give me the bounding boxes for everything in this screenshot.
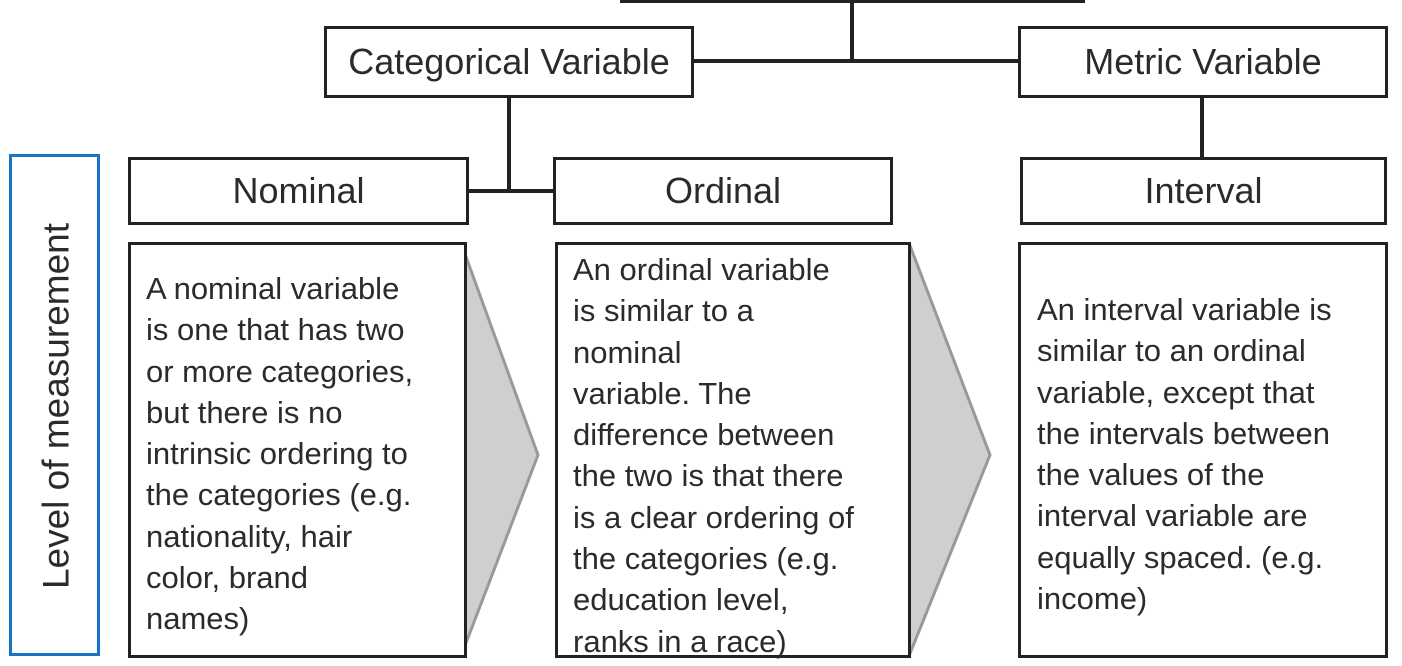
categorical-variable-label: Categorical Variable [348,41,670,82]
connector-metric-down [1200,95,1204,159]
ordinal-line: nominal [573,334,682,370]
nominal-line: but there is no [146,394,343,430]
level-of-measurement-frame [9,154,100,656]
ordinal-description: An ordinal variable is similar to a nomi… [555,242,911,659]
nominal-description: A nominal variable is one that has two o… [128,242,467,658]
nominal-title: Nominal [232,170,365,211]
categorical-variable-box: Categorical Variable [324,26,694,98]
nominal-line: the categories (e.g. [146,477,412,513]
metric-variable-label: Metric Variable [1084,41,1322,82]
arrow-nominal-to-ordinal [459,242,540,657]
interval-line: An interval variable is [1037,292,1332,327]
arrow-ordinal-to-interval [907,242,992,657]
nominal-line: names) [146,601,250,637]
interval-box: Interval [1020,157,1387,225]
interval-line: income) [1037,581,1148,617]
nominal-line: or more categories, [146,353,414,389]
ordinal-title: Ordinal [664,170,782,211]
ordinal-line: is a clear ordering of [573,499,854,535]
ordinal-box: Ordinal [553,157,893,225]
nominal-line: is one that has two [146,312,405,348]
interval-line: the intervals between [1037,415,1330,451]
connector-root-down [850,0,854,61]
interval-line: variable, except that [1037,374,1315,410]
interval-line: the values of the [1037,457,1265,493]
nominal-line: A nominal variable [146,271,400,306]
level-of-measurement-label: Level of measurement [35,222,77,590]
metric-variable-box: Metric Variable [1018,26,1388,98]
nominal-box: Nominal [128,157,469,225]
connector-top-horizontal [690,59,1021,63]
ordinal-line: the two is that there [573,458,844,494]
interval-title: Interval [1144,170,1263,211]
nominal-line: nationality, hair [146,518,353,554]
ordinal-line: An ordinal variable [573,252,830,287]
ordinal-line: difference between [573,417,835,453]
ordinal-line: ranks in a race) [573,623,787,659]
interval-line: similar to an ordinal [1037,333,1306,369]
ordinal-line: variable. The [573,375,752,411]
interval-line: equally spaced. (e.g. [1037,539,1324,575]
nominal-line: intrinsic ordering to [146,436,408,472]
nominal-line: color, brand [146,560,308,596]
ordinal-line: is similar to a [573,293,754,329]
connector-nominal-ordinal [466,189,556,193]
ordinal-line: the categories (e.g. [573,541,839,577]
ordinal-line: education level, [573,582,789,618]
interval-description: An interval variable is similar to an or… [1018,242,1388,658]
interval-line: interval variable are [1037,498,1308,534]
connector-categorical-down [507,95,511,191]
